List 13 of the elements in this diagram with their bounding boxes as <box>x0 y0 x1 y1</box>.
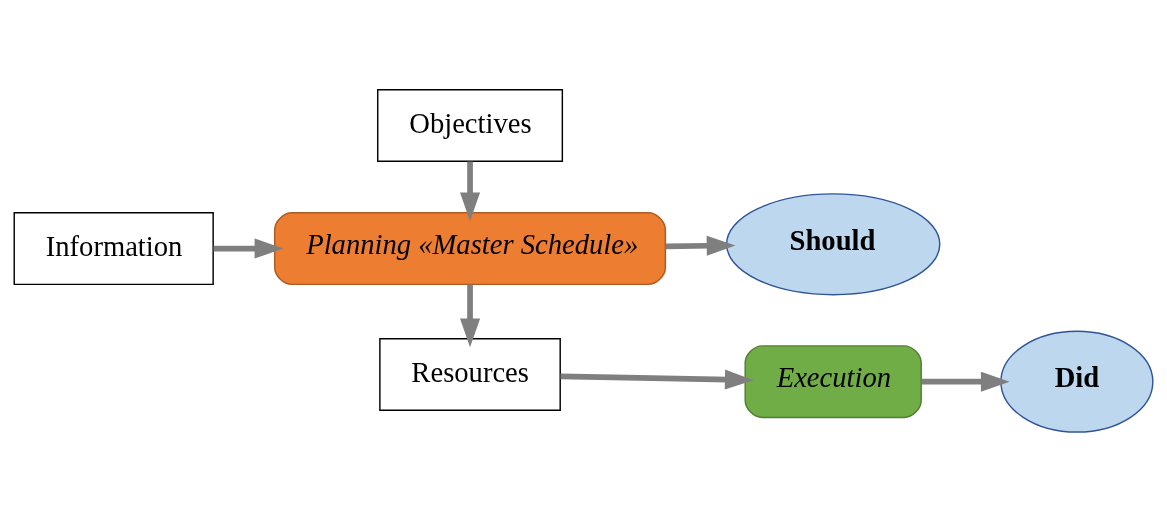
node-box: Resources <box>379 338 561 411</box>
arrow <box>460 161 481 222</box>
node-box: Information <box>13 212 214 286</box>
arrow <box>560 369 754 390</box>
arrow <box>921 371 1010 392</box>
node-ellipse: Did <box>1000 330 1154 433</box>
arrow <box>460 284 481 348</box>
node-box: Planning «Master Schedule» <box>273 212 667 286</box>
arrow <box>665 235 736 256</box>
node-box: Objectives <box>377 89 564 162</box>
arrow <box>213 238 284 259</box>
node-box: Execution <box>744 345 922 419</box>
node-ellipse: Should <box>725 193 941 296</box>
